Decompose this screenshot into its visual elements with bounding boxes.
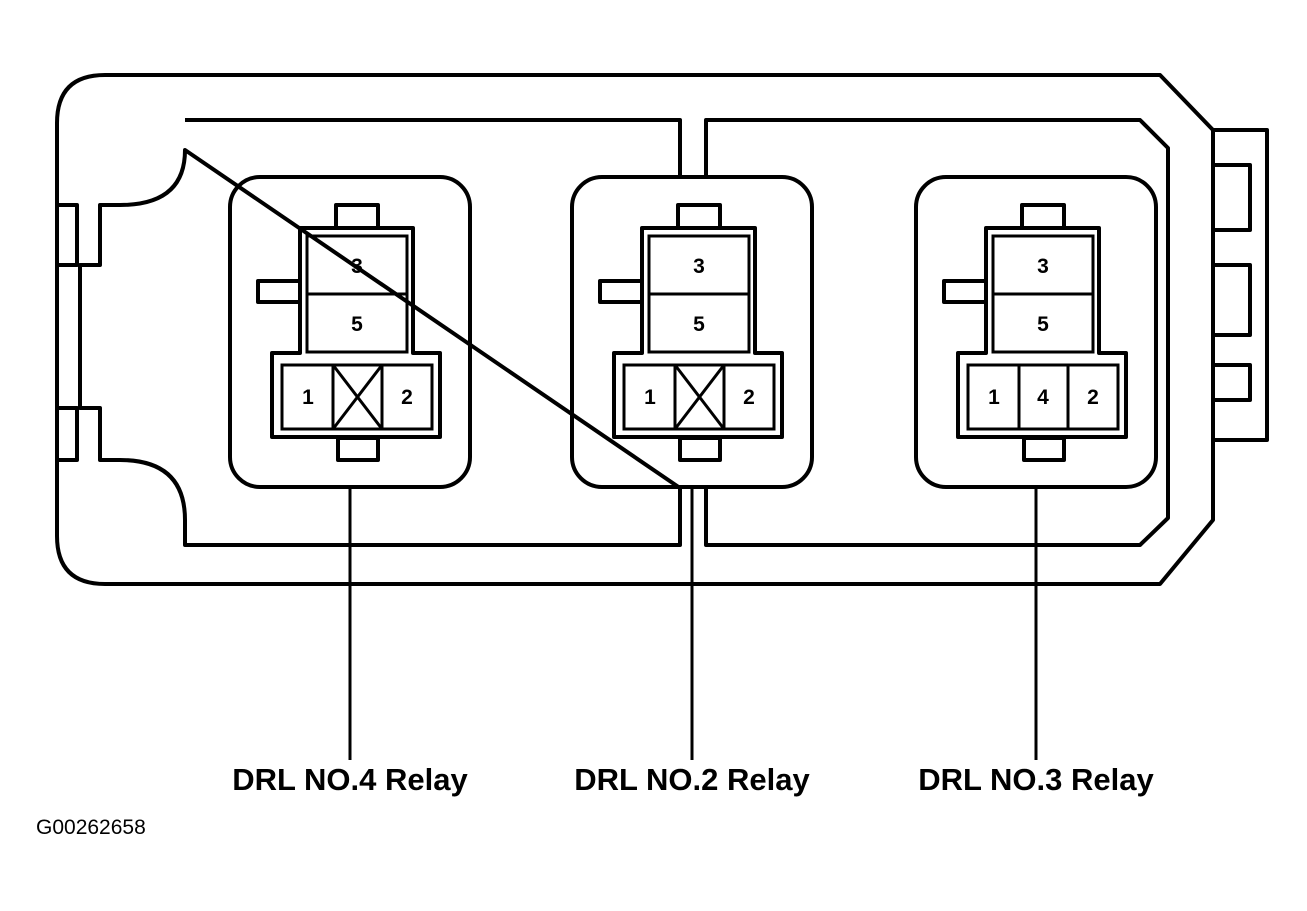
- pin-label-right: 2: [401, 386, 413, 409]
- left-clip-bottom: [57, 406, 79, 462]
- inner-compartment-right: [704, 118, 1170, 547]
- pin-label-top: 3: [1037, 255, 1049, 278]
- right-tab-2: [1213, 263, 1252, 337]
- bottom-key: [1022, 436, 1066, 462]
- right-tab-1: [1213, 163, 1252, 232]
- top-key: [676, 203, 722, 230]
- pin-label-right: 2: [1087, 386, 1099, 409]
- connector-outline: [270, 226, 442, 439]
- socket-frame: [570, 175, 814, 489]
- pin-label-left: 1: [302, 386, 314, 409]
- pin-label-center: 4: [1037, 386, 1049, 409]
- lower-pin-row: [280, 363, 434, 431]
- connector-outline: [612, 226, 784, 439]
- pin-label-middle: 5: [1037, 313, 1049, 336]
- relay-label-drl-no3: DRL NO.3 Relay: [918, 762, 1154, 797]
- bottom-key: [678, 436, 722, 462]
- pin-label-top: 3: [351, 255, 363, 278]
- side-key: [598, 279, 644, 304]
- lower-pin-row: [622, 363, 776, 431]
- top-key: [1020, 203, 1066, 230]
- relay-box-housing: [55, 73, 1269, 586]
- socket-frame: [228, 175, 472, 489]
- top-key: [334, 203, 380, 230]
- figure-id: G00262658: [36, 816, 146, 839]
- pin-label-left: 1: [988, 386, 1000, 409]
- relay-label-drl-no4: DRL NO.4 Relay: [232, 762, 468, 797]
- pin-label-top: 3: [693, 255, 705, 278]
- right-tab-3: [1213, 363, 1252, 402]
- blocked-cavity-cross-b: [673, 364, 726, 430]
- relay-socket-relay-2: 3 5 1 2: [570, 175, 814, 489]
- relay-label-drl-no2: DRL NO.2 Relay: [574, 762, 810, 797]
- pin-label-right: 2: [743, 386, 755, 409]
- left-clip-top: [57, 203, 79, 267]
- socket-frame: [914, 175, 1158, 489]
- bottom-key: [336, 436, 380, 462]
- pin-label-middle: 5: [351, 313, 363, 336]
- relay-socket-relay-4: 3 5 1 2: [228, 175, 472, 489]
- blocked-cavity-cross-b: [331, 364, 384, 430]
- connector-outline: [956, 226, 1128, 439]
- relay-socket-relay-3: 3 5 1 4 2: [914, 175, 1158, 489]
- lower-pin-row: [966, 363, 1120, 431]
- inner-compartment-left: [78, 118, 682, 547]
- pin-label-middle: 5: [693, 313, 705, 336]
- side-key: [942, 279, 988, 304]
- pin-label-left: 1: [644, 386, 656, 409]
- side-key: [256, 279, 302, 304]
